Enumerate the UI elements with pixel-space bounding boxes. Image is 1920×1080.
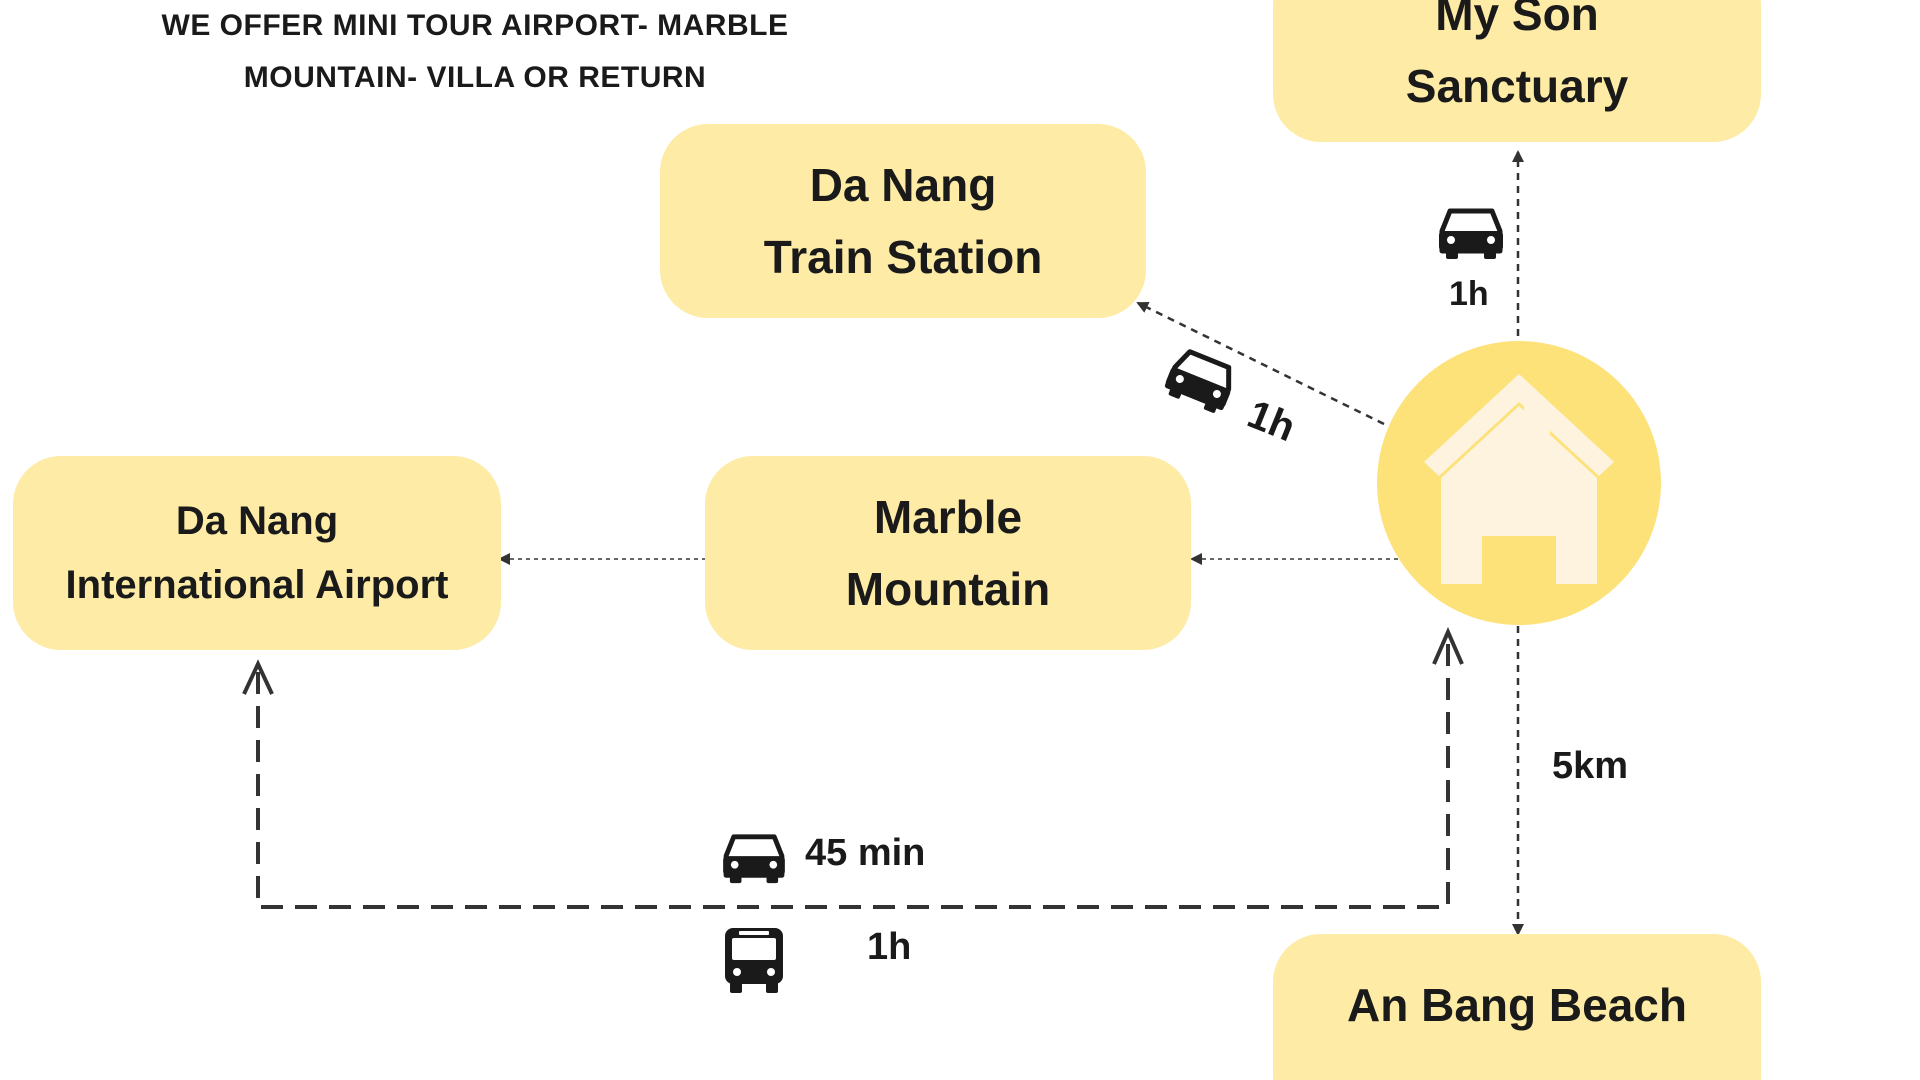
an-bang-beach-distance: 5km — [1552, 745, 1629, 787]
car-icon — [723, 834, 785, 884]
bus-icon — [725, 928, 783, 993]
home-node — [1377, 341, 1661, 625]
route-airport-return-loop — [256, 638, 1450, 909]
airport-line-2: International Airport — [65, 563, 449, 607]
node-da-nang-international-airport: Da Nang International Airport — [13, 456, 501, 650]
marble-mountain-line-2: Mountain — [845, 563, 1051, 615]
my-son-line-2: Sanctuary — [1405, 60, 1629, 112]
node-da-nang-train-station: Da Nang Train Station — [660, 124, 1146, 318]
route-home-to-train-station — [1136, 301, 1385, 426]
train-station-line-1: Da Nang — [809, 159, 997, 211]
airport-bus-duration: 1h — [867, 926, 912, 968]
car-icon — [1439, 208, 1503, 259]
marble-mountain-line-1: Marble — [873, 491, 1023, 543]
my-son-line-1: My Son — [1435, 0, 1599, 40]
my-son-duration: 1h — [1449, 275, 1489, 313]
node-an-bang-beach: An Bang Beach — [1273, 934, 1761, 1080]
home-arrowhead — [1432, 627, 1464, 665]
headline-line-1: WE OFFER MINI TOUR AIRPORT- MARBLE — [161, 9, 789, 42]
car-icon — [1164, 349, 1232, 413]
train-station-line-2: Train Station — [763, 231, 1043, 283]
airport-arrowhead — [242, 659, 274, 695]
node-my-son-sanctuary: My Son Sanctuary — [1273, 0, 1761, 142]
airport-car-duration: 45 min — [805, 832, 926, 874]
headline: WE OFFER MINI TOUR AIRPORT- MARBLE MOUNT… — [30, 0, 920, 104]
node-marble-mountain: Marble Mountain — [705, 456, 1191, 650]
an-bang-beach-label: An Bang Beach — [1347, 979, 1687, 1031]
headline-line-2: MOUNTAIN- VILLA OR RETURN — [243, 61, 707, 94]
house-icon — [1424, 374, 1614, 584]
airport-line-1: Da Nang — [175, 499, 339, 543]
